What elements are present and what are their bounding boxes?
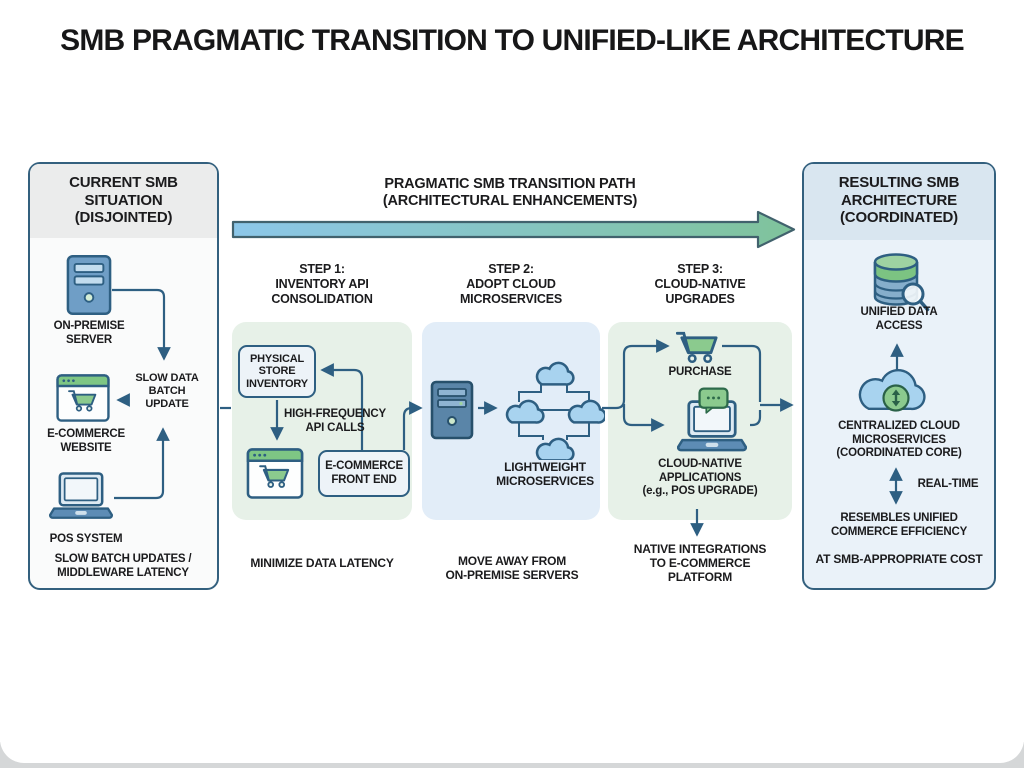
laptop-icon-step3	[676, 400, 748, 457]
step3-caption: NATIVE INTEGRATIONS TO E-COMMERCE PLATFO…	[633, 542, 767, 585]
physical-store-inventory-box: PHYSICAL STORE INVENTORY	[238, 345, 316, 398]
step2-header: STEP 2: ADOPT CLOUD MICROSERVICES	[459, 262, 563, 306]
conn-frontend-to-server	[402, 401, 423, 450]
current-situation-header: CURRENT SMB SITUATION (DISJOINTED)	[69, 174, 178, 227]
ecommerce-website-label: E-COMMERCE WEBSITE	[47, 428, 125, 454]
step3-header: STEP 3: CLOUD-NATIVE UPGRADES	[654, 262, 746, 306]
cost-label: AT SMB-APPROPRIATE COST	[815, 552, 983, 566]
slow-data-batch-update-label: SLOW DATA BATCH UPDATE	[135, 372, 199, 410]
browser-cart-icon-step1	[246, 448, 304, 499]
database-search-icon	[868, 252, 930, 316]
laptop-icon	[48, 472, 114, 524]
unified-data-access-label: UNIFIED DATA ACCESS	[860, 306, 938, 332]
server-icon	[66, 254, 112, 316]
real-time-label: REAL-TIME	[917, 478, 979, 490]
transition-path-title: PRAGMATIC SMB TRANSITION PATH (ARCHITECT…	[382, 176, 638, 210]
benefit-label: RESEMBLES UNIFIED COMMERCE EFFICIENCY	[830, 512, 968, 538]
resulting-architecture-header: RESULTING SMB ARCHITECTURE (COORDINATED)	[838, 174, 960, 227]
step1-caption: MINIMIZE DATA LATENCY	[250, 556, 394, 570]
resulting-architecture-header-bg	[804, 164, 994, 240]
conn-server-to-hub	[112, 288, 171, 361]
high-frequency-api-calls-label: HIGH-FREQUENCY API CALLS	[284, 408, 386, 434]
conn-clouds-to-purchase	[602, 339, 670, 410]
conn-laptop-to-merge	[750, 410, 762, 427]
conn-pos-to-hub	[114, 427, 170, 500]
page-card-corner	[0, 739, 1024, 763]
step2-caption: MOVE AWAY FROM ON-PREMISE SERVERS	[445, 554, 579, 583]
lightweight-microservices-label: LIGHTWEIGHT MICROSERVICES	[496, 460, 594, 489]
cloud-network-icon	[505, 356, 605, 460]
centralized-core-label: CENTRALIZED CLOUD MICROSERVICES (COORDIN…	[836, 420, 962, 460]
chat-bubble-icon	[698, 387, 729, 414]
transition-gradient-arrow	[231, 210, 796, 249]
cloud-sync-icon	[856, 364, 944, 420]
on-premise-server-label: ON-PREMISE SERVER	[53, 320, 125, 346]
browser-cart-icon	[56, 374, 110, 422]
current-situation-header-bg	[30, 164, 217, 238]
left-panel-footer-label: SLOW BATCH UPDATES / MIDDLEWARE LATENCY	[54, 553, 192, 579]
server-tower-icon-step2	[430, 380, 474, 440]
pos-system-label: POS SYSTEM	[49, 533, 123, 545]
purchase-label: PURCHASE	[668, 366, 732, 378]
step1-header: STEP 1: INVENTORY API CONSOLIDATION	[271, 262, 373, 306]
shopping-cart-icon	[676, 331, 720, 364]
conn-purchase-to-merge	[722, 344, 762, 402]
cloud-native-apps-label: CLOUD-NATIVE APPLICATIONS (e.g., POS UPG…	[642, 458, 758, 498]
page-title: SMB PRAGMATIC TRANSITION TO UNIFIED-LIKE…	[60, 24, 964, 57]
conn-branch-to-laptop	[622, 404, 665, 432]
conn-frontend-to-inventory	[320, 363, 364, 450]
ecommerce-front-end-box: E-COMMERCE FRONT END	[318, 450, 410, 497]
